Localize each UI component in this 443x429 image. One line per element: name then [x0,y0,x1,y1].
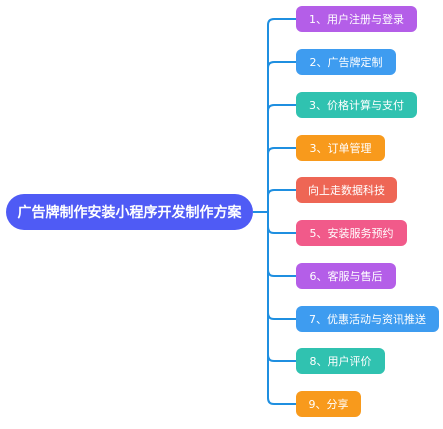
branch-node-order-management[interactable]: 3、订单管理 [296,135,385,161]
branch-node-price-payment[interactable]: 3、价格计算与支付 [296,92,417,118]
branch-node-share[interactable]: 9、分享 [296,391,361,417]
branch-node-user-registration[interactable]: 1、用户注册与登录 [296,6,417,32]
connector-branch-1 [267,18,296,212]
connector-branch-3 [267,104,296,212]
connector-branch-5 [267,189,296,212]
connector-branch-8 [267,212,296,320]
branch-node-billboard-customization[interactable]: 2、广告牌定制 [296,49,396,75]
connector-branch-10 [267,212,296,405]
connector-branch-9 [267,212,296,362]
branch-node-company-brand[interactable]: 向上走数据科技 [296,177,397,203]
connector-branch-7 [267,212,296,277]
connector-branch-4 [267,147,296,212]
connector-branch-2 [267,61,296,212]
connector-branch-6 [267,212,296,234]
branch-node-customer-service[interactable]: 6、客服与售后 [296,263,396,289]
root-node[interactable]: 广告牌制作安装小程序开发制作方案 [6,194,253,230]
branch-node-promotions[interactable]: 7、优惠活动与资讯推送 [296,306,439,332]
branch-node-user-reviews[interactable]: 8、用户评价 [296,348,385,374]
branch-node-installation-booking[interactable]: 5、安装服务预约 [296,220,407,246]
